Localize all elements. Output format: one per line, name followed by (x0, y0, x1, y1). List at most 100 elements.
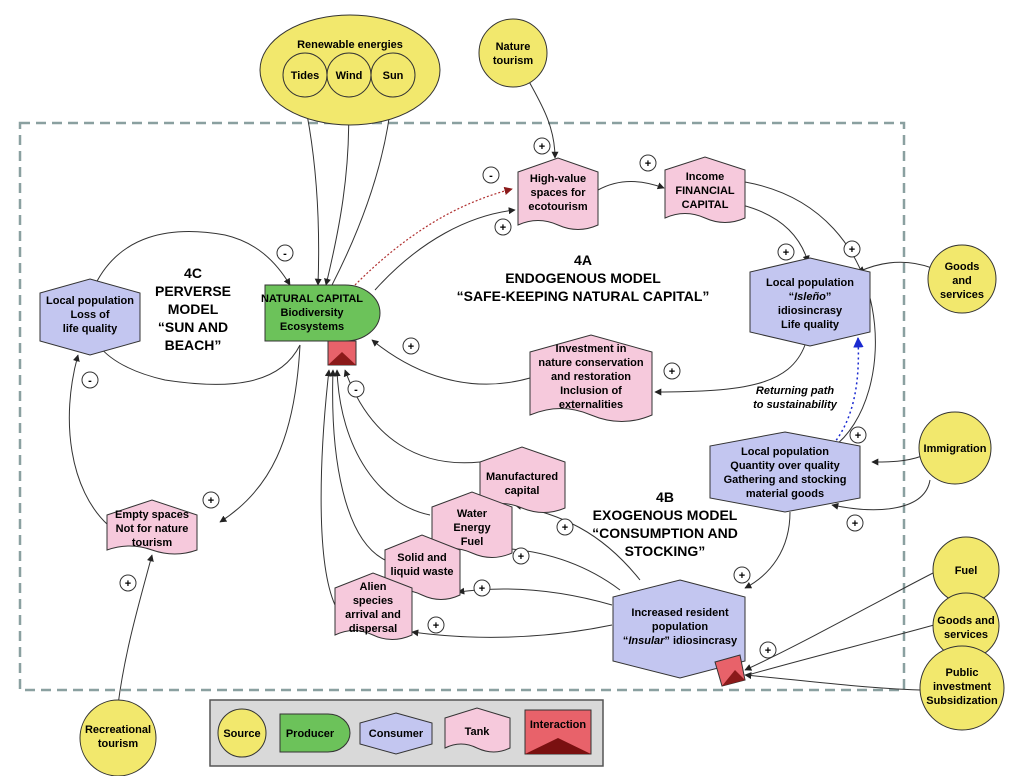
plus-sign: + (733, 566, 751, 584)
model-4a-label: 4A ENDOGENOUS MODEL “SAFE-KEEPING NATURA… (457, 252, 710, 304)
svg-text:Subsidization: Subsidization (926, 695, 998, 707)
svg-text:“Isleño”: “Isleño” (789, 291, 832, 303)
svg-text:Consumer: Consumer (369, 728, 424, 740)
solid-liquid-waste-tank: Solid and liquid waste (384, 534, 461, 600)
svg-text:Public: Public (945, 667, 978, 679)
legend: Source Producer Consumer Tank Interactio… (209, 699, 604, 767)
plus-sign: + (202, 491, 220, 509)
svg-text:Returning path: Returning path (756, 385, 834, 397)
svg-text:Biodiversity: Biodiversity (281, 307, 345, 319)
svg-text:+: + (739, 570, 745, 582)
plus-sign: + (843, 240, 861, 258)
model-4c-label: 4C PERVERSE MODEL “SUN AND BEACH” (155, 265, 231, 353)
svg-text:Increased resident: Increased resident (631, 607, 729, 619)
increased-resident-population-consumer: Increased resident population “Insular” … (612, 579, 746, 687)
nature-tourism-source: Nature tourism (478, 18, 548, 88)
plus-sign: + (533, 137, 551, 155)
svg-text:+: + (645, 158, 651, 170)
sign-markers: + - + + + + - + + - - + + + + + + + + + … (81, 137, 867, 659)
svg-text:+: + (500, 222, 506, 234)
svg-text:4C: 4C (184, 265, 202, 281)
svg-text:liquid waste: liquid waste (391, 566, 454, 578)
minus-sign: - (347, 380, 365, 398)
legend-tank: Tank (444, 707, 511, 753)
goods-services-source-bottom: Goods and services (932, 592, 1000, 660)
investment-conservation-tank: Investment in nature conservation and re… (529, 334, 653, 422)
svg-text:ENDOGENOUS MODEL: ENDOGENOUS MODEL (505, 270, 661, 286)
svg-text:+: + (852, 518, 858, 530)
svg-text:tourism: tourism (493, 55, 534, 67)
svg-text:dispersal: dispersal (349, 623, 397, 635)
plus-sign: + (846, 514, 864, 532)
sun-label: Sun (383, 70, 404, 82)
plus-sign: + (639, 154, 657, 172)
svg-text:and: and (952, 275, 972, 287)
svg-text:+: + (208, 495, 214, 507)
svg-text:MODEL: MODEL (168, 301, 219, 317)
income-financial-capital-tank: Income FINANCIAL CAPITAL (664, 156, 746, 223)
svg-text:Manufactured: Manufactured (486, 471, 558, 483)
svg-text:“Insular” idiosincrasy: “Insular” idiosincrasy (623, 635, 738, 647)
svg-text:+: + (408, 341, 414, 353)
svg-text:PERVERSE: PERVERSE (155, 283, 231, 299)
svg-text:Goods and: Goods and (937, 615, 994, 627)
svg-text:Gathering and stocking: Gathering and stocking (724, 474, 847, 486)
minus-sign: - (81, 371, 99, 389)
svg-text:and restoration: and restoration (551, 371, 631, 383)
svg-text:tourism: tourism (132, 537, 173, 549)
svg-text:Producer: Producer (286, 728, 335, 740)
svg-text:CAPITAL: CAPITAL (682, 199, 729, 211)
svg-text:ecotourism: ecotourism (528, 201, 588, 213)
returning-path-label: Returning path to sustainability (753, 385, 838, 411)
svg-text:Alien: Alien (360, 581, 387, 593)
svg-text:capital: capital (505, 485, 540, 497)
legend-source: Source (217, 708, 267, 758)
local-population-quantity-consumer: Local population Quantity over quality G… (709, 431, 861, 513)
svg-text:+: + (125, 578, 131, 590)
natural-capital-interaction-icon (327, 340, 357, 366)
svg-text:externalities: externalities (559, 399, 623, 411)
svg-text:“CONSUMPTION AND: “CONSUMPTION AND (592, 525, 738, 541)
svg-text:Loss of: Loss of (70, 309, 109, 321)
plus-sign: + (402, 337, 420, 355)
svg-text:Water: Water (457, 508, 488, 520)
svg-text:BEACH”: BEACH” (165, 337, 222, 353)
svg-text:Fuel: Fuel (461, 536, 484, 548)
wind-label: Wind (336, 70, 363, 82)
svg-text:+: + (855, 430, 861, 442)
svg-text:Empty spaces: Empty spaces (115, 509, 189, 521)
local-population-isleno-consumer: Local population “Isleño” idiosincrasy L… (749, 257, 871, 347)
plus-sign: + (556, 518, 574, 536)
svg-text:EXOGENOUS MODEL: EXOGENOUS MODEL (593, 507, 738, 523)
svg-text:4B: 4B (656, 489, 674, 505)
plus-sign: + (849, 426, 867, 444)
svg-text:+: + (783, 247, 789, 259)
svg-text:+: + (849, 244, 855, 256)
svg-text:+: + (669, 366, 675, 378)
svg-text:+: + (433, 620, 439, 632)
plus-sign: + (494, 218, 512, 236)
high-value-spaces-tank: High-value spaces for ecotourism (517, 157, 599, 230)
svg-text:Interaction: Interaction (530, 719, 587, 731)
svg-text:Investment in: Investment in (556, 343, 627, 355)
svg-text:services: services (940, 289, 984, 301)
connectors (68, 67, 936, 706)
svg-text:Immigration: Immigration (924, 443, 987, 455)
svg-text:FINANCIAL: FINANCIAL (675, 185, 735, 197)
goods-services-source-top: Goods and services (927, 244, 997, 314)
svg-text:Solid and: Solid and (397, 552, 447, 564)
fuel-source: Fuel (932, 536, 1000, 604)
manufactured-capital-tank: Manufactured capital (479, 446, 566, 513)
svg-text:-: - (283, 248, 287, 260)
plus-sign: + (119, 574, 137, 592)
system-boundary (18, 121, 906, 692)
tides-label: Tides (291, 70, 320, 82)
svg-text:nature conservation: nature conservation (538, 357, 643, 369)
plus-sign: + (473, 579, 491, 597)
svg-text:Inclusion of: Inclusion of (560, 385, 622, 397)
svg-text:+: + (539, 141, 545, 153)
natural-capital-producer: NATURAL CAPITAL Biodiversity Ecosystems (261, 284, 381, 366)
plus-sign: + (759, 641, 777, 659)
svg-text:-: - (354, 384, 358, 396)
